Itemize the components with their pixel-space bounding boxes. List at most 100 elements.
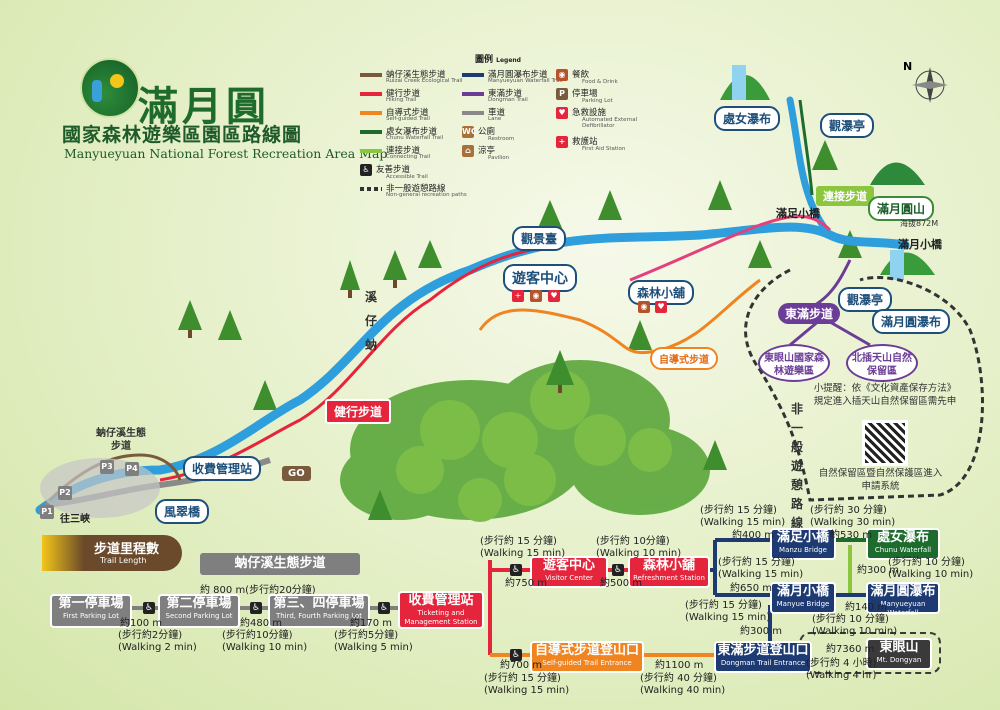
label-guanpu-pavilion-bottom[interactable]: 觀瀑亭 xyxy=(838,287,893,312)
compass-icon xyxy=(912,67,948,103)
map-title: 滿月圓 xyxy=(138,83,270,130)
legend-title-en: Legend xyxy=(496,57,521,64)
label-ticketing-station[interactable]: 收費管理站 xyxy=(183,456,262,481)
dist-my-myw: 約140 m xyxy=(845,602,888,613)
time-p1-p2: (步行約2分鐘)(Walking 2 min) xyxy=(118,630,197,653)
parking-icon-p4: P4 xyxy=(125,462,139,476)
time-vc-fs: (步行約 10分鐘)(Walking 10 min) xyxy=(596,536,682,559)
dist-p1-p2: 約100 m xyxy=(120,618,163,629)
dist-p3-tk: 約170 m xyxy=(350,618,393,629)
label-chunu-waterfall[interactable]: 處女瀑布 xyxy=(714,106,781,131)
label-dongman-trail[interactable]: 東滿步道 xyxy=(778,303,841,324)
time-tk-sg: (步行約 15 分鐘)(Walking 15 min) xyxy=(484,673,570,696)
label-manyue-bridge[interactable]: 滿月小橋 xyxy=(898,238,942,251)
label-manyue-mountain[interactable]: 滿月圓山 xyxy=(868,196,935,221)
dist-fs-mz: 約400 m xyxy=(732,530,775,541)
dist-mz-cn: 約530 m xyxy=(830,530,873,541)
time-dm-dy: (步行約 4 小時)(Walking 4 hr) xyxy=(806,658,877,681)
qr-code-icon[interactable] xyxy=(862,420,908,466)
dist-tk-sg: 約700 m xyxy=(500,660,543,671)
label-tip: 小提醒：依《文化資產保存方法》規定進入插天山自然保留區需先申 xyxy=(813,383,957,407)
non-general-route xyxy=(744,268,984,502)
label-visitor-center[interactable]: 遊客中心 xyxy=(503,264,577,292)
trail-length-banner: 步道里程數 Trail Length xyxy=(42,535,182,571)
time-p2-p3: (步行約10分鐘)(Walking 10 min) xyxy=(222,630,308,653)
first-aid-icon: + xyxy=(556,135,568,148)
parking-icon-p1: P1 xyxy=(40,505,54,519)
dist-dm-dy: 約7360 m xyxy=(826,644,875,655)
aed-icon: ♥ xyxy=(556,106,568,119)
ruizai-trail-title: 蚋仔溪生態步道 xyxy=(200,553,360,575)
parking-icon: P xyxy=(556,87,568,100)
label-beichatian-reserve[interactable]: 北插天山自然保留區 xyxy=(846,344,918,382)
hiking-trail-path xyxy=(159,243,561,482)
accessible-icon: ♿ xyxy=(510,649,522,661)
label-self-guided[interactable]: 自導式步道 xyxy=(650,347,718,370)
label-hiking-trail[interactable]: 健行步道 xyxy=(325,399,392,424)
label-manzu-bridge[interactable]: 滿足小橋 xyxy=(776,207,820,220)
food-icon: ◉ xyxy=(530,290,542,302)
logo xyxy=(80,58,140,118)
trail-length-title-en: Trail Length xyxy=(100,556,147,565)
map-english-title: Manyueyuan National Forest Recreation Ar… xyxy=(64,146,388,161)
legend-title: 圖例 xyxy=(475,55,494,65)
label-feicui-bridge[interactable]: 風翠橋 xyxy=(155,499,210,524)
food-icon: ◉ xyxy=(638,301,650,313)
label-connecting-trail[interactable]: 連接步道 xyxy=(816,186,874,206)
time-cn-myw: (步行約 10 分鐘)(Walking 10 min) xyxy=(888,557,974,580)
dist-sg-dm: 約1100 m xyxy=(655,660,704,671)
mountain-shapes xyxy=(720,65,935,280)
aed-icon: ♥ xyxy=(655,301,667,313)
label-dongyan-forest[interactable]: 東眼山國家森林遊樂區 xyxy=(758,344,830,382)
time-my-myw: (步行約 10 分鐘)(Walking 10 min) xyxy=(812,614,898,637)
parking-icon-p3: P3 xyxy=(100,460,114,474)
dist-vc-fs: 約500 m xyxy=(600,578,643,589)
accessible-icon: ♿ xyxy=(378,602,390,614)
label-creek-vertical: 溪仔蚋 xyxy=(364,290,377,352)
label-permit-system: 自然保留區暨自然保護區進入申請系統 xyxy=(818,468,943,492)
label-manyue-waterfall[interactable]: 滿月圓瀑布 xyxy=(872,309,951,334)
label-observation-deck[interactable]: 觀景臺 xyxy=(512,226,567,251)
parking-icon-p2: P2 xyxy=(58,486,72,500)
label-ruizai-eco[interactable]: 蚋仔溪生態步道 xyxy=(96,428,146,452)
accessible-icon: ♿ xyxy=(143,602,155,614)
dist-p2-p3: 約480 m xyxy=(240,618,283,629)
label-guanpu-pavilion-top[interactable]: 觀瀑亭 xyxy=(820,113,875,138)
time-fs-my: (步行約 15 分鐘)(Walking 15 min) xyxy=(718,557,804,580)
dist-dm-my: 約300 m xyxy=(740,626,783,637)
dist-tk-vc: 約750 m xyxy=(505,578,548,589)
accessible-icon: ♿ xyxy=(250,602,262,614)
compass-north-label: N xyxy=(903,60,913,73)
dist-cn-myw: 約300 m xyxy=(857,565,900,576)
pavilion-icon: ⌂ xyxy=(462,144,474,157)
accessible-icon: ♿ xyxy=(360,163,372,176)
dist-fs-my: 約650 m xyxy=(730,583,773,594)
time-mz-cn: (步行約 30 分鐘)(Walking 30 min) xyxy=(810,505,896,528)
